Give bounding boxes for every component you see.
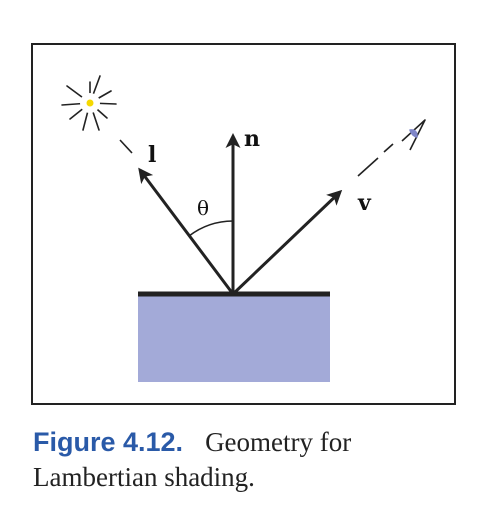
lambertian-geometry-diagram: l n v θ (61, 75, 426, 382)
surface-block (138, 294, 330, 382)
view-ray-segment (383, 143, 394, 153)
view-vector-label: v (357, 190, 372, 216)
light-vector-label: l (148, 142, 156, 168)
light-vector-arrow (138, 167, 235, 295)
theta-angle-arc (188, 220, 234, 237)
normal-vector-label: n (244, 126, 260, 152)
figure-number: Figure 4.12. (33, 427, 184, 457)
light-source-icon (61, 75, 117, 131)
light-ray-segment (119, 139, 133, 154)
eye-icon (401, 119, 426, 151)
view-ray-segment (357, 157, 379, 177)
caption-text: Geometry for Lambertian shading. (33, 427, 352, 492)
theta-label: θ (197, 196, 209, 220)
view-vector-arrow (231, 189, 343, 296)
figure-caption: Figure 4.12.Geometry for Lambertian shad… (33, 425, 463, 495)
